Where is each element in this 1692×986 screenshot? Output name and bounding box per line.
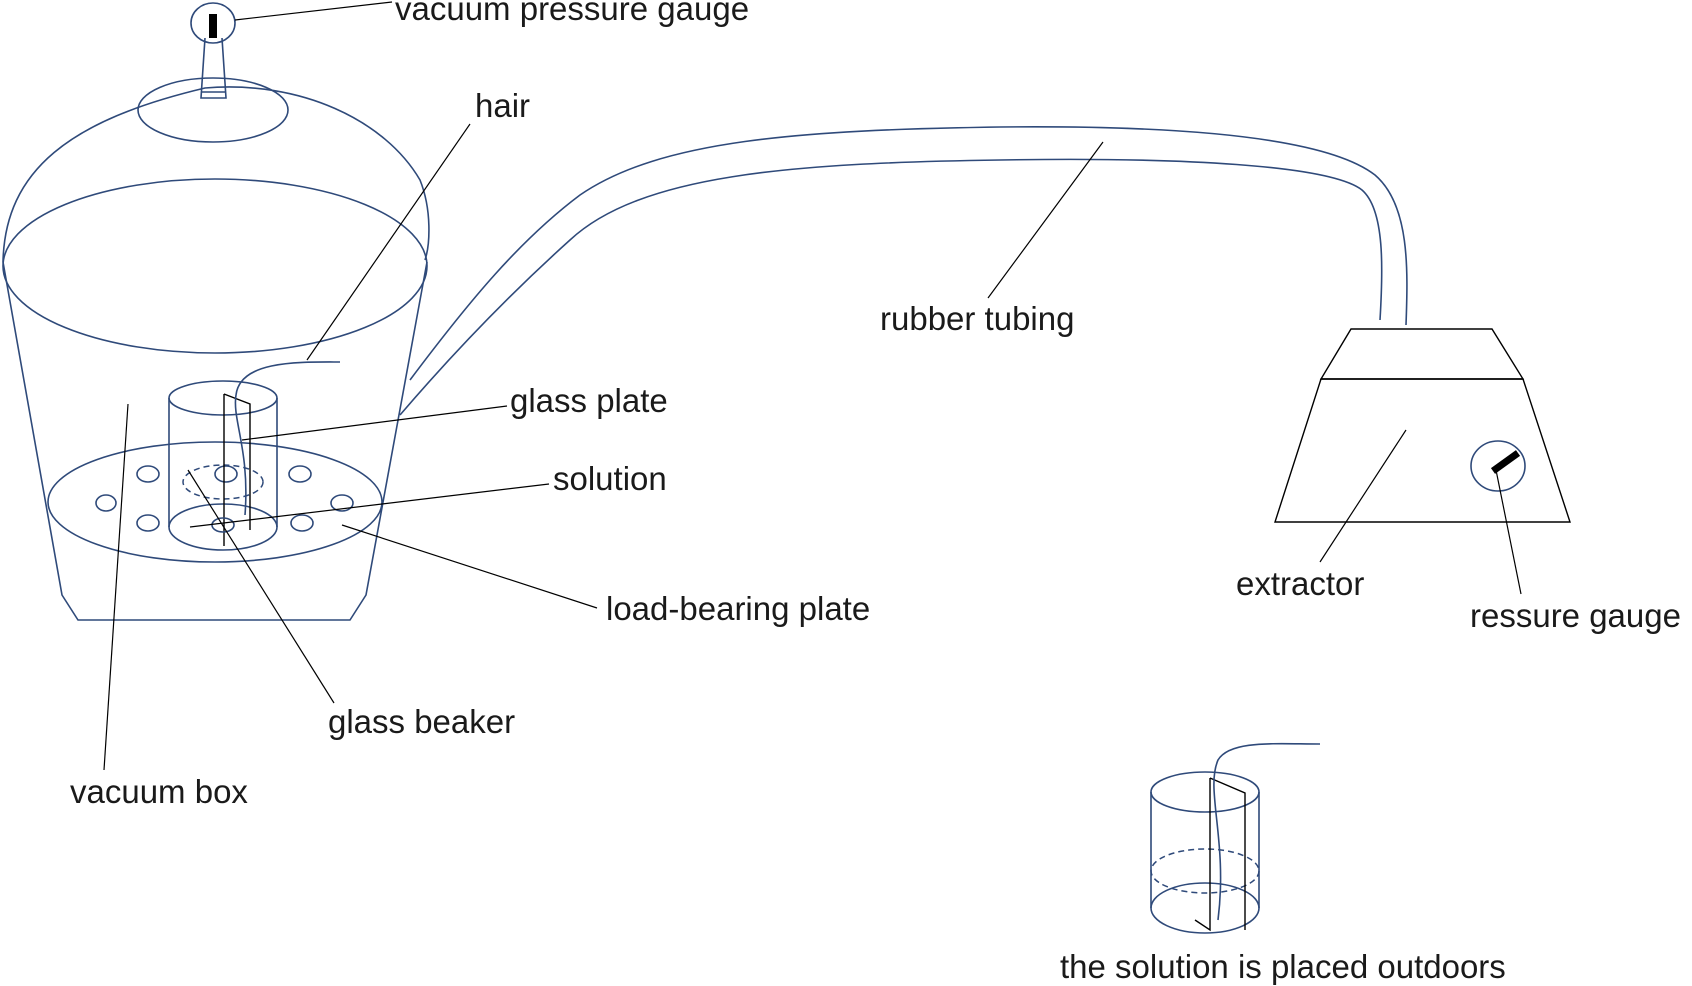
leader-pressure-gauge	[1495, 469, 1522, 595]
rubber-tubing	[399, 126, 1408, 416]
label-pressure-gauge: ressure gauge	[1470, 597, 1681, 634]
leader-solution	[189, 483, 550, 528]
leader-load-bearing-plate	[341, 524, 598, 609]
label-solution: solution	[553, 460, 667, 497]
leader-vacuum-box	[103, 403, 129, 771]
pressure-gauge-extractor	[1470, 440, 1526, 492]
extractor	[1274, 328, 1571, 523]
vacuum-pressure-gauge	[190, 2, 236, 99]
label-vacuum-box: vacuum box	[70, 773, 248, 810]
outdoor-beaker	[1150, 742, 1321, 934]
label-rubber-tubing: rubber tubing	[880, 300, 1074, 337]
label-load-bearing-plate: load-bearing plate	[606, 590, 870, 627]
leader-lines	[103, 1, 1522, 771]
leader-glass-plate	[241, 405, 508, 441]
leader-vacuum-pressure-gauge	[234, 1, 393, 21]
leader-rubber-tubing	[987, 141, 1104, 299]
leader-hair	[306, 123, 471, 361]
leader-glass-beaker	[187, 469, 335, 704]
label-vacuum-pressure-gauge: vacuum pressure gauge	[395, 0, 749, 27]
label-extractor: extractor	[1236, 565, 1364, 602]
load-bearing-plate	[47, 441, 383, 563]
label-glass-plate: glass plate	[510, 382, 668, 419]
label-glass-beaker: glass beaker	[328, 703, 515, 740]
label-hair: hair	[475, 87, 530, 124]
glass-beaker-inside	[168, 361, 341, 551]
leader-extractor	[1319, 429, 1407, 563]
label-outdoor-note: the solution is placed outdoors	[1060, 948, 1506, 985]
vacuum-box	[2, 77, 430, 621]
